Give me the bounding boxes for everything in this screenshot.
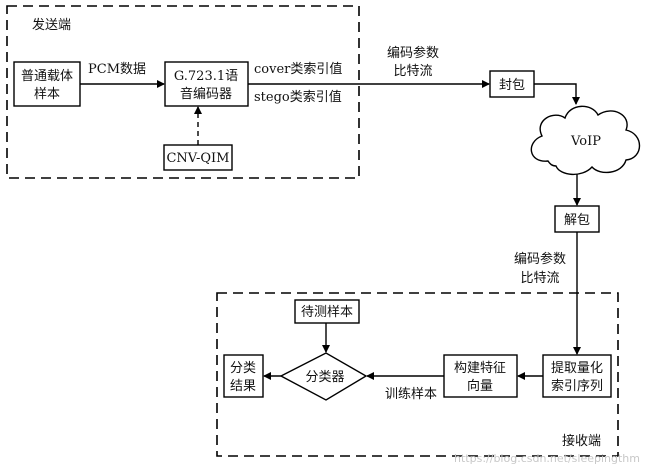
receiver-title: 接收端 bbox=[562, 433, 601, 449]
carrier-sample-label-1: 普通载体 bbox=[21, 69, 73, 84]
cnv-qim-box bbox=[163, 144, 233, 171]
sender-region bbox=[6, 5, 360, 179]
packet-to-voip-arrow bbox=[534, 83, 580, 105]
bitstream-top-bg bbox=[378, 41, 448, 79]
speech-encoder-label-2: 音编码器 bbox=[180, 86, 232, 102]
pcm-label: PCM数据 bbox=[88, 62, 146, 77]
stego-index-label: stego类索引值 bbox=[254, 89, 342, 105]
result-label-1: 分类 bbox=[230, 361, 256, 376]
cover-index-label: cover类索引值 bbox=[254, 61, 342, 77]
bitstream-top-label-2: 比特流 bbox=[393, 64, 432, 79]
test-sample-label: 待测样本 bbox=[301, 305, 353, 320]
extract-index-label-1: 提取量化 bbox=[551, 360, 603, 376]
bitstream-bottom-label-2: 比特流 bbox=[520, 271, 559, 286]
bitstream-top-label-1: 编码参数 bbox=[387, 45, 439, 61]
receiver-region bbox=[216, 292, 619, 457]
speech-encoder-label-1: G.723.1语 bbox=[174, 69, 238, 84]
sender-title: 发送端 bbox=[32, 17, 71, 33]
feature-vector-box bbox=[443, 354, 518, 398]
speech-encoder-box bbox=[164, 61, 249, 107]
classifier-diamond bbox=[279, 352, 368, 401]
result-box bbox=[223, 354, 264, 398]
classifier-label: 分类器 bbox=[305, 370, 344, 385]
unpack-box bbox=[554, 205, 600, 233]
packet-label: 封包 bbox=[499, 78, 525, 93]
cnv-qim-label: CNV-QIM bbox=[166, 151, 229, 166]
extract-index-box bbox=[542, 354, 612, 398]
training-sample-label: 训练样本 bbox=[385, 387, 437, 402]
result-label-2: 结果 bbox=[230, 379, 256, 394]
extract-index-label-2: 索引序列 bbox=[551, 379, 603, 394]
bitstream-bottom-bg bbox=[505, 248, 575, 288]
carrier-sample-label-2: 样本 bbox=[34, 87, 60, 102]
feature-vector-label-1: 构建特征 bbox=[454, 361, 506, 376]
bitstream-bottom-label-1: 编码参数 bbox=[514, 251, 566, 267]
test-sample-box bbox=[294, 299, 360, 324]
voip-cloud bbox=[530, 105, 641, 176]
feature-vector-label-2: 向量 bbox=[467, 378, 493, 394]
unpack-label: 解包 bbox=[564, 213, 590, 228]
watermark-text: https://blog.csdn.net/sleepingthm bbox=[454, 452, 640, 465]
voip-label: VoIP bbox=[570, 134, 601, 149]
